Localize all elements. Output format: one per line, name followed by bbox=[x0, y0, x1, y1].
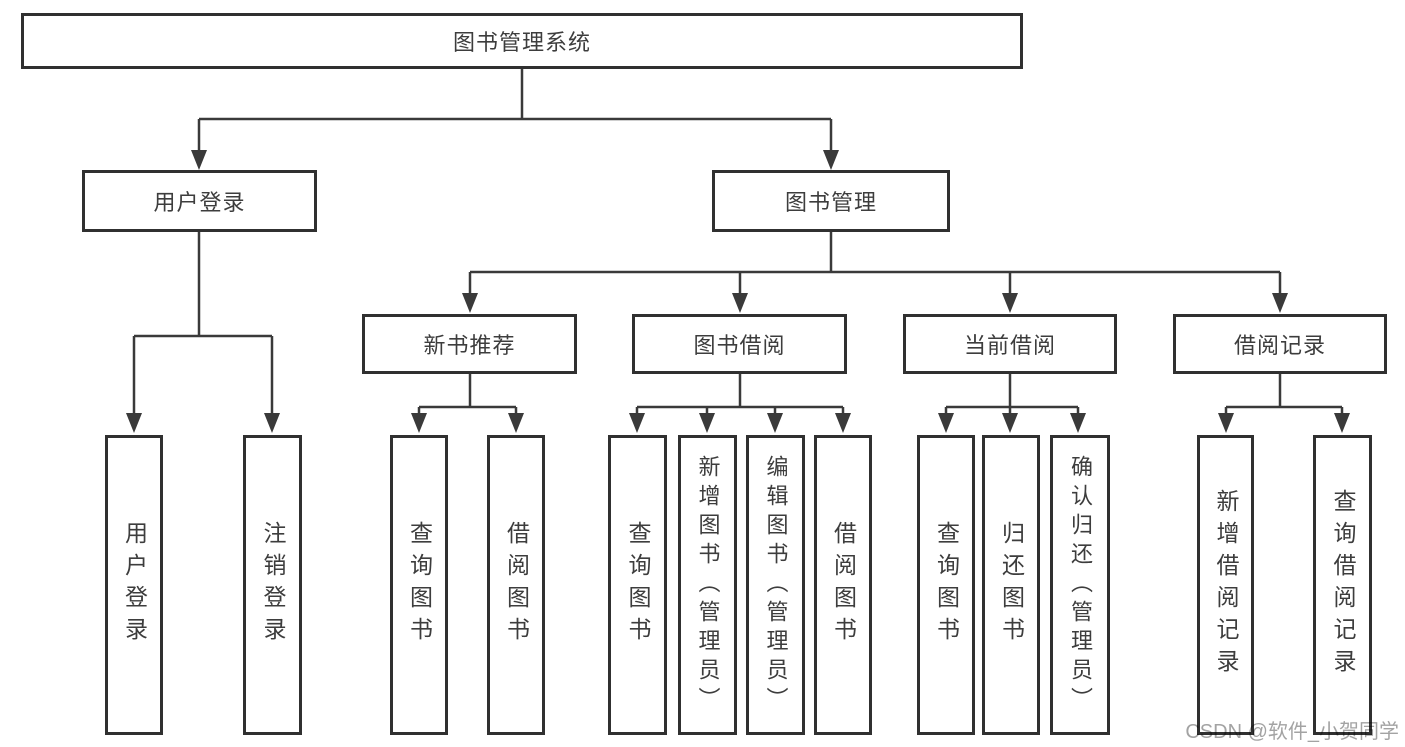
leaf-query-books-current: 查询图书 bbox=[917, 435, 975, 735]
node-label: 借阅图书 bbox=[503, 521, 530, 649]
leaf-return-book: 归还图书 bbox=[982, 435, 1040, 735]
node-new-book-recommend: 新书推荐 bbox=[362, 314, 577, 374]
node-borrow-records: 借阅记录 bbox=[1173, 314, 1387, 374]
leaf-confirm-return-admin: 确认归还（管理员） bbox=[1050, 435, 1110, 735]
node-label: 当前借阅 bbox=[963, 333, 1056, 358]
node-book-borrow: 图书借阅 bbox=[632, 314, 847, 374]
node-label: 查询图书 bbox=[406, 521, 433, 649]
node-user-login-group: 用户登录 bbox=[82, 170, 317, 232]
node-label: 用户登录 bbox=[153, 190, 246, 215]
node-label: 借阅图书 bbox=[830, 521, 857, 649]
leaf-borrow-books: 借阅图书 bbox=[814, 435, 872, 735]
node-label: 编辑图书（管理员） bbox=[763, 454, 789, 716]
leaf-add-book-admin: 新增图书（管理员） bbox=[678, 435, 737, 735]
leaf-borrow-books-recommend: 借阅图书 bbox=[487, 435, 545, 735]
csdn-watermark: CSDN @软件_小贺同学 bbox=[1185, 721, 1399, 743]
leaf-add-borrow-record: 新增借阅记录 bbox=[1197, 435, 1254, 735]
node-label: 图书借阅 bbox=[693, 333, 786, 358]
node-current-borrow: 当前借阅 bbox=[903, 314, 1117, 374]
node-label: 借阅记录 bbox=[1233, 333, 1326, 358]
node-label: 确认归还（管理员） bbox=[1068, 454, 1093, 716]
node-label: 注销登录 bbox=[260, 521, 286, 649]
leaf-query-borrow-record: 查询借阅记录 bbox=[1313, 435, 1372, 735]
node-label: 新增图书（管理员） bbox=[695, 454, 721, 716]
leaf-logout: 注销登录 bbox=[243, 435, 302, 735]
node-label: 查询借阅记录 bbox=[1330, 489, 1356, 681]
node-label: 归还图书 bbox=[998, 521, 1025, 649]
node-label: 查询图书 bbox=[933, 521, 960, 649]
node-label: 图书管理系统 bbox=[452, 30, 591, 55]
leaf-query-books-borrow: 查询图书 bbox=[608, 435, 667, 735]
node-root: 图书管理系统 bbox=[21, 13, 1023, 69]
leaf-query-books-recommend: 查询图书 bbox=[390, 435, 448, 735]
node-label: 用户登录 bbox=[121, 521, 148, 649]
node-label: 新书推荐 bbox=[423, 333, 516, 358]
leaf-user-login: 用户登录 bbox=[105, 435, 163, 735]
node-book-management: 图书管理 bbox=[712, 170, 950, 232]
node-label: 图书管理 bbox=[784, 190, 877, 215]
node-label: 新增借阅记录 bbox=[1213, 489, 1239, 681]
leaf-edit-book-admin: 编辑图书（管理员） bbox=[746, 435, 805, 735]
node-label: 查询图书 bbox=[625, 521, 651, 649]
